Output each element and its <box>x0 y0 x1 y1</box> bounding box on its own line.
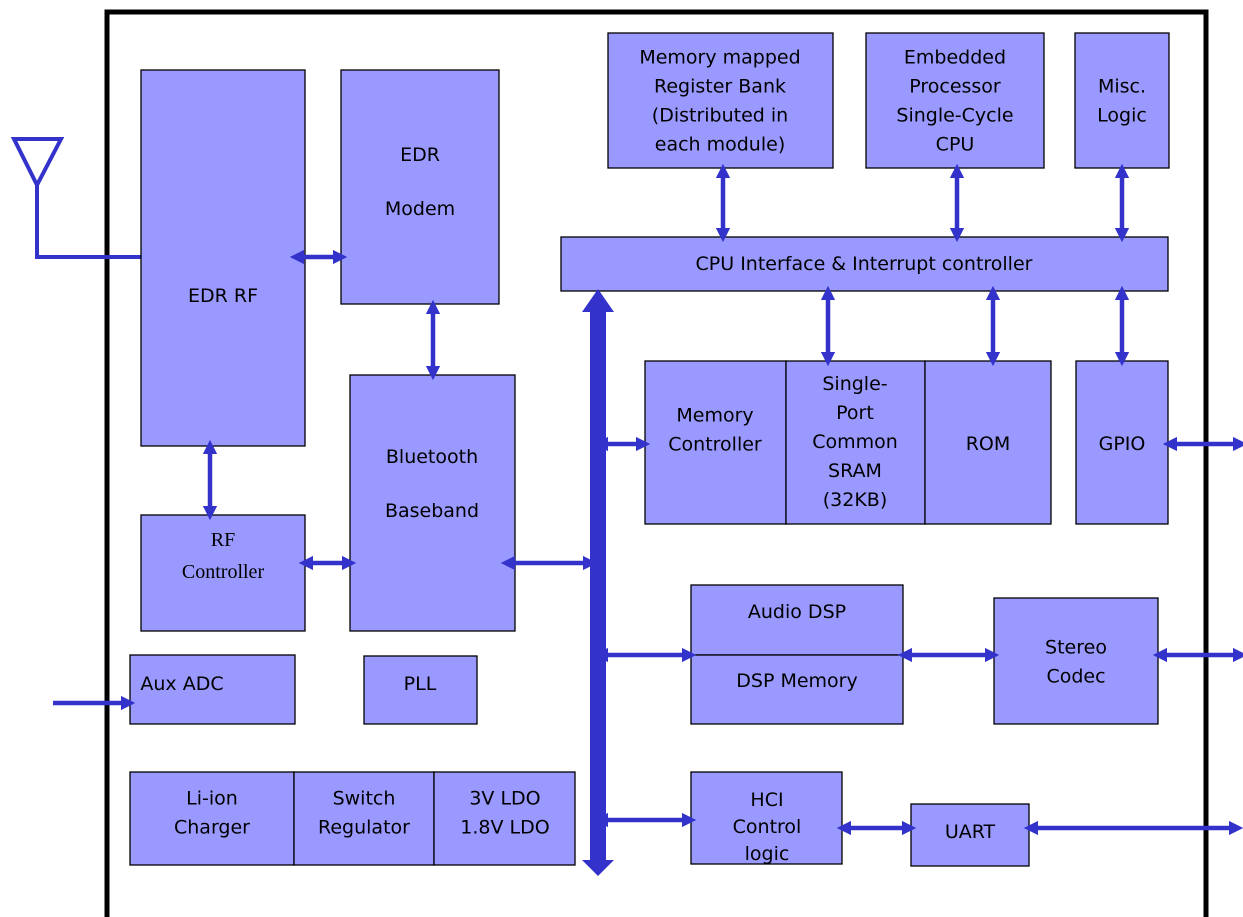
chip-boundary <box>104 9 1209 917</box>
uart-block: UART <box>910 803 1030 867</box>
bt-baseband-label-line: Bluetooth <box>386 446 478 468</box>
gpio-block: GPIO <box>1075 360 1169 525</box>
cpu-interface-block: CPU Interface & Interrupt controller <box>560 236 1169 292</box>
hci-control-label-line: logic <box>745 843 790 865</box>
pll-label-line: PLL <box>404 673 437 695</box>
register-bank-label-line: Register Bank <box>654 76 786 98</box>
cpu-interface-label-line: CPU Interface & Interrupt controller <box>696 253 1033 275</box>
register-bank-label-line: (Distributed in <box>652 105 788 127</box>
svg-text:Aux ADC: Aux ADC <box>140 673 223 695</box>
svg-text:PLL: PLL <box>404 673 437 695</box>
memory-controller-label-line: Memory <box>676 405 753 427</box>
pll-block: PLL <box>363 655 478 725</box>
misc-logic-label-line: Logic <box>1097 105 1147 127</box>
dsp-memory-block: DSP Memory <box>690 654 904 725</box>
audio-dsp-label-line: Audio DSP <box>748 601 846 623</box>
gpio-label-line: GPIO <box>1099 433 1146 455</box>
embedded-processor-label-line: Single-Cycle <box>896 105 1013 127</box>
rf-controller-label-line: RF <box>211 529 235 551</box>
svg-text:UART: UART <box>945 821 996 843</box>
svg-text:CPU Interface & Interrupt cont: CPU Interface & Interrupt controller <box>696 253 1033 275</box>
edr-modem-label-line: EDR <box>400 144 440 166</box>
connector-arrows <box>53 163 1243 836</box>
antenna-icon <box>10 137 141 259</box>
stereo-codec-label-line: Codec <box>1046 666 1105 688</box>
dsp-memory-label-line: DSP Memory <box>736 670 857 692</box>
embedded-processor-label-line: Processor <box>909 76 1001 98</box>
hci-control-label-line: HCI <box>750 789 783 811</box>
svg-text:GPIO: GPIO <box>1099 433 1146 455</box>
embedded-processor-label-line: CPU <box>936 134 975 156</box>
aux-adc-label-line: Aux ADC <box>140 673 223 695</box>
misc-logic-label-line: Misc. <box>1098 76 1146 98</box>
rf-controller-label-line: Controller <box>182 561 265 583</box>
memory-controller-label-line: Controller <box>668 434 762 456</box>
edr-modem-block: EDR Modem <box>340 69 500 305</box>
sram-label-line: Port <box>836 402 874 424</box>
liion-charger-label-line: Charger <box>174 817 250 839</box>
hci-control-label-line: Control <box>733 816 802 838</box>
aux-adc-block: Aux ADC <box>129 654 296 725</box>
ldo-label-line: 3V LDO <box>469 788 540 810</box>
edr-rf-block: EDR RF <box>140 69 306 447</box>
misc-logic-block: Misc. Logic <box>1074 32 1170 169</box>
ldo-block: 3V LDO 1.8V LDO <box>433 771 576 866</box>
svg-text:DSP Memory: DSP Memory <box>736 670 857 692</box>
switch-regulator-label-line: Switch <box>333 788 396 810</box>
embedded-processor-label-line: Embedded <box>904 47 1006 69</box>
rom-label-line: ROM <box>966 433 1011 455</box>
sram-label-line: Single- <box>822 373 887 395</box>
sram-label-line: (32KB) <box>823 489 888 511</box>
edr-rf-label-line: EDR RF <box>188 285 258 307</box>
bt-baseband-label-line: Baseband <box>385 500 479 522</box>
system-bus-arrow <box>582 289 614 876</box>
liion-charger-label-line: Li-ion <box>186 788 238 810</box>
edr-modem-label-line: Modem <box>385 198 455 220</box>
rom-block: ROM <box>924 360 1052 525</box>
hci-control-block: HCI Control logic <box>690 771 843 865</box>
stereo-codec-label-line: Stereo <box>1045 637 1107 659</box>
audio-dsp-block: Audio DSP <box>690 584 904 656</box>
rf-controller-block: RF Controller <box>140 514 306 632</box>
switch-regulator-label-line: Regulator <box>318 817 410 839</box>
sram-label-line: Common <box>812 431 898 453</box>
svg-text:Misc.Logic: Misc. Logic <box>1097 76 1147 127</box>
uart-label-line: UART <box>945 821 996 843</box>
ldo-label-line: 1.8V LDO <box>460 817 549 839</box>
svg-text:ROM: ROM <box>966 433 1011 455</box>
svg-text:Audio DSP: Audio DSP <box>748 601 846 623</box>
svg-text:EDR RF: EDR RF <box>188 285 258 307</box>
sram-label-line: SRAM <box>828 460 882 482</box>
register-bank-label-line: each module) <box>655 134 785 156</box>
register-bank-label-line: Memory mapped <box>639 47 800 69</box>
